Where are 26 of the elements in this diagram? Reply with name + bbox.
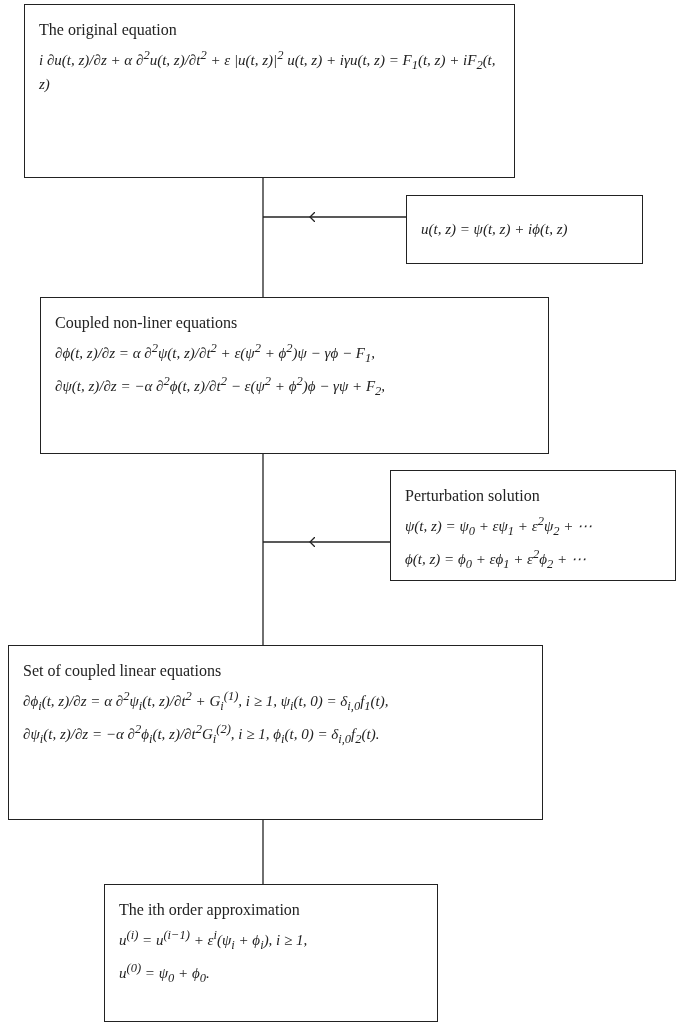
process-box — [104, 884, 438, 1022]
process-box — [24, 4, 515, 178]
process-box — [8, 645, 543, 820]
arrow — [309, 536, 391, 548]
box-heading: Coupled non-liner equations — [55, 314, 239, 332]
box-heading: Set of coupled linear equations — [23, 662, 223, 680]
equation: ∂ϕ$_{i}$(t, z)/∂z = α ∂$^{2}$ψ$_{i}$(t, z)/∂t$^{2}$ + G$_{i}$$^{(1)}$, i ≥ 1, ψ$_{i}$(t, 0) = δ$_{i,0}$f$_{1}$(t), — [23, 688, 390, 715]
process-box — [406, 195, 643, 264]
connector-line — [262, 819, 264, 885]
connector-line — [262, 453, 264, 646]
process-box — [390, 470, 676, 581]
equation: ∂ψ$_{i}$(t, z)/∂z = −α ∂$^{2}$ϕ$_{i}$(t, z)/∂t$^{2}$G$_{i}$$^{(2)}$, i ≥ 1, ϕ$_{i}$(t, 0) = δ$_{i,0}$f$_{2}$(t). — [23, 720, 381, 748]
box-heading: The ith order approximation — [119, 901, 301, 919]
equation: ∂ϕ(t, z)/∂z = α ∂$^{2}$ψ(t, z)/∂t$^{2}$ + ε(ψ$^{2}$ + ϕ$^{2}$)ψ − γϕ − F$_{1}$, — [55, 340, 376, 367]
box-heading: Perturbation solution — [405, 487, 541, 505]
equation: i ∂u(t, z)/∂z + α ∂$^{2}$u(t, z)/∂t$^{2}$ + ε |u(t, z)|$^{2}$ u(t, z) + iγu(t, z) = F$_{1}$(t, z) + iF$_{2}$(t, z) — [39, 47, 497, 94]
equation: u$^{(0)}$ = ψ$_{0}$ + ϕ$_{0}$. — [119, 959, 211, 987]
arrow — [309, 211, 407, 223]
process-box — [40, 297, 549, 454]
equation: ϕ(t, z) = ϕ$_{0}$ + εϕ$_{1}$ + ε$^{2}$ϕ$_{2}$ + ⋯ — [405, 545, 587, 573]
equation: u$^{(i)}$ = u$^{(i−1)}$ + ε$^{i}$(ψ$_{i}$ + ϕ$_{i}$), i ≥ 1, — [119, 927, 309, 954]
connector-line — [262, 177, 264, 298]
equation: ψ(t, z) = ψ$_{0}$ + εψ$_{1}$ + ε$^{2}$ψ$_{2}$ + ⋯ — [405, 513, 594, 540]
box-heading: The original equation — [39, 21, 178, 39]
equation: u(t, z) = ψ(t, z) + iϕ(t, z) — [421, 220, 568, 240]
equation: ∂ψ(t, z)/∂z = −α ∂$^{2}$ϕ(t, z)/∂t$^{2}$ − ε(ψ$^{2}$ + ϕ$^{2}$)ϕ − γψ + F$_{2}$, — [55, 372, 387, 400]
